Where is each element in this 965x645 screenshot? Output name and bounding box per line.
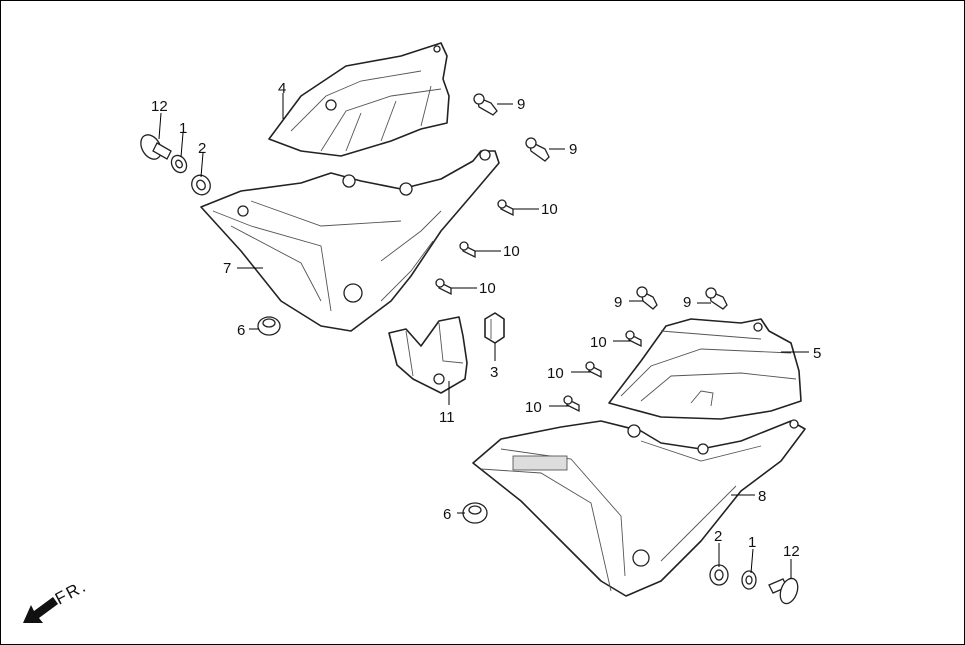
callout-3: 3 [490,364,498,381]
callout-10-c: 10 [479,280,496,297]
callout-numbers: 12 1 2 4 9 9 10 10 10 7 6 11 3 9 9 10 10… [151,80,821,560]
callout-1-left: 1 [179,120,187,137]
part-6-right-grommet [462,502,488,524]
front-label: FR. [52,576,90,608]
part-5-inner-panel [608,318,802,420]
callout-10-e: 10 [547,365,564,382]
callout-7: 7 [223,260,231,277]
callout-9-b: 9 [569,141,577,158]
callout-5: 5 [813,345,821,362]
part-7-left-side-cover [200,149,500,332]
bolt-9-a [473,93,498,116]
callout-10-d: 10 [590,334,607,351]
callout-6-left: 6 [237,322,245,339]
bolt-10-d [625,330,642,348]
callout-10-f: 10 [525,399,542,416]
bolt-10-a [497,199,514,217]
part-1-left-collar [170,154,188,174]
callout-8: 8 [758,488,766,505]
callout-10-a: 10 [541,201,558,218]
callout-4: 4 [278,80,286,97]
bolt-10-c [435,278,452,296]
bolt-10-b [459,241,476,259]
leader-lines [158,93,809,579]
front-arrow-icon [23,597,58,623]
front-direction-indicator: FR. [23,576,90,623]
part-2-left-grommet [191,174,211,196]
callout-12-right: 12 [783,543,800,560]
part-3-clip [484,312,505,344]
callout-11: 11 [439,409,455,426]
callout-9-c: 9 [614,294,622,311]
bolt-10-e [585,361,602,379]
part-11-bracket [388,316,468,394]
callout-9-d: 9 [683,294,691,311]
part-4-inner-panel [268,42,450,157]
callout-12-left: 12 [151,98,168,115]
part-6-left-grommet [257,316,281,336]
bolt-9-b [525,137,550,162]
part-12-left-screw [140,134,172,160]
callout-1-right: 1 [748,534,756,551]
bolt-9-d [705,287,728,310]
callout-9-a: 9 [517,96,525,113]
callout-10-b: 10 [503,243,520,260]
callout-2-right: 2 [714,528,722,545]
part-1-right-collar [741,570,757,590]
part-8-right-side-cover [472,419,806,597]
part-12-right-screw [768,577,799,605]
bolt-10-f [563,395,580,413]
callout-6-right: 6 [443,506,451,523]
part-2-right-grommet [709,564,729,586]
bolt-9-c [636,286,658,310]
callout-2-left: 2 [198,140,206,157]
